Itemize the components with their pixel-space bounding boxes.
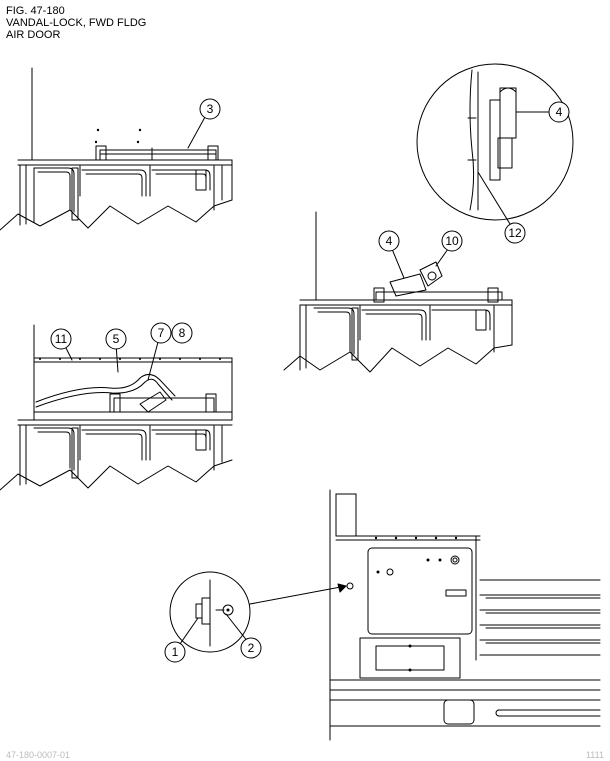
svg-text:10: 10 — [445, 234, 459, 248]
callout-1: 1 — [164, 641, 186, 663]
callouts: 3 4 12 4 10 11 5 7 — [50, 98, 570, 663]
view-door-closed — [0, 67, 233, 231]
callout-4: 4 — [378, 230, 400, 252]
svg-text:12: 12 — [508, 226, 522, 240]
figure-title: FIG. 47-180 VANDAL-LOCK, FWD FLDG AIR DO… — [6, 5, 146, 41]
callout-11: 11 — [50, 328, 72, 350]
callout-3: 3 — [199, 98, 221, 120]
callout-10: 10 — [441, 230, 463, 252]
view-access-panel — [169, 489, 601, 741]
callout-7: 7 — [150, 322, 172, 344]
svg-text:1: 1 — [172, 645, 179, 659]
svg-text:8: 8 — [179, 326, 186, 340]
svg-text:4: 4 — [386, 234, 393, 248]
page-code: 1111 — [585, 750, 604, 760]
view-detail-circle — [416, 63, 574, 225]
svg-text:7: 7 — [158, 326, 165, 340]
figure-number: FIG. 47-180 — [6, 5, 65, 17]
rivet-marks — [39, 128, 458, 672]
figure-subname: AIR DOOR — [6, 29, 61, 41]
figure-name: VANDAL-LOCK, FWD FLDG — [6, 17, 147, 29]
svg-text:4: 4 — [556, 105, 563, 119]
svg-text:5: 5 — [113, 332, 120, 346]
callout-5: 5 — [105, 328, 127, 350]
view-lock-installed — [0, 324, 233, 491]
callout-4-detail: 4 — [548, 101, 570, 123]
svg-text:2: 2 — [248, 641, 255, 655]
view-lock-assembly — [283, 211, 513, 373]
callout-12: 12 — [504, 222, 526, 244]
drawing-number: 47-180-0007-01 — [6, 750, 71, 760]
callout-2: 2 — [240, 637, 262, 659]
svg-text:11: 11 — [55, 332, 68, 346]
svg-text:3: 3 — [207, 102, 214, 116]
callout-8: 8 — [171, 322, 193, 344]
